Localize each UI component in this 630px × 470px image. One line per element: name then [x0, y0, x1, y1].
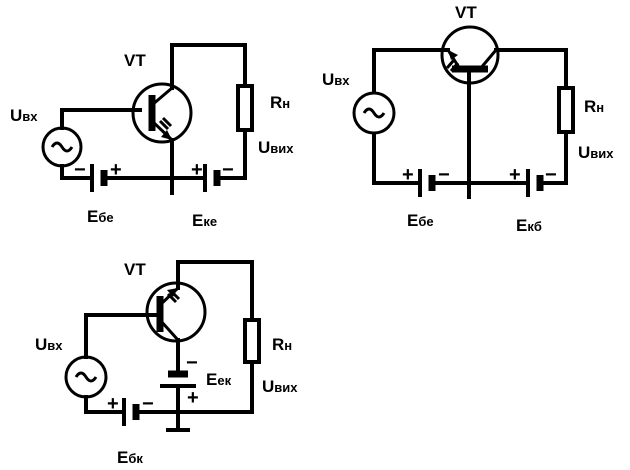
circuit1-output-label: Uвих — [258, 138, 294, 157]
circuit3-ac-source — [64, 355, 108, 399]
circuit2-battery-be — [418, 169, 436, 197]
circuit1-ac-source — [41, 126, 83, 168]
circuit2-ac-source — [352, 91, 396, 135]
circuit1-battery-ke — [203, 164, 221, 192]
circuit1-transistor — [131, 82, 193, 144]
circuit1-be-minus: − — [74, 159, 86, 181]
circuit3-source2-label: Eбк — [117, 448, 143, 467]
circuit2-battery-kb — [526, 169, 544, 197]
circuit1-load-resistor — [236, 84, 254, 132]
circuit2-kb-plus: + — [509, 164, 521, 186]
circuit3-load-label: Rн — [272, 335, 292, 354]
circuit1-be-plus: + — [110, 159, 122, 181]
circuit3-input-label: Uвх — [35, 335, 63, 354]
circuit-common-collector: VT Uвх Rн Uвих Eек Eбк − + + − — [35, 260, 298, 467]
circuit1-ke-plus: + — [191, 159, 203, 181]
circuit2-load-label: Rн — [584, 97, 604, 116]
circuit1-load-label: Rн — [270, 93, 290, 112]
circuit2-wires — [372, 48, 568, 199]
circuit1-source1-label: Eбе — [87, 207, 114, 226]
circuit2-transistor — [440, 25, 500, 85]
circuit2-load-resistor — [557, 86, 575, 134]
circuit1-wires — [60, 43, 247, 195]
circuit1-battery-be — [90, 164, 108, 192]
circuit2-be-minus: − — [438, 164, 450, 186]
circuit1-ke-minus: − — [222, 159, 234, 181]
circuit3-battery-ek — [160, 370, 196, 388]
circuit3-transistor — [145, 281, 207, 343]
circuit3-wires — [84, 260, 254, 432]
circuit2-source2-label: Eкб — [516, 216, 542, 235]
circuit2-be-plus: + — [402, 164, 414, 186]
circuit2-vt-label: VT — [455, 3, 477, 22]
circuit3-source1-label: Eек — [206, 370, 232, 389]
circuit3-ek-plus: + — [187, 387, 199, 409]
circuit3-output-label: Uвих — [262, 377, 298, 396]
circuit2-source1-label: Eбе — [407, 211, 434, 230]
circuit1-input-label: Uвх — [10, 106, 38, 125]
circuit2-output-label: Uвих — [578, 143, 614, 162]
circuit-common-emitter: VT Uвх Rн Uвих Eбе Eке − + + − — [10, 43, 294, 230]
circuit3-vt-label: VT — [124, 260, 146, 279]
circuit3-ek-minus: − — [186, 352, 198, 374]
circuit2-kb-minus: − — [545, 164, 557, 186]
circuit1-source2-label: Eке — [192, 211, 217, 230]
circuit3-bk-plus: + — [107, 393, 119, 415]
circuit3-battery-bk — [122, 398, 140, 426]
circuit1-vt-label: VT — [124, 51, 146, 70]
circuit-common-base: VT Uвх Rн Uвих Eбе Eкб + − + − — [322, 3, 614, 235]
circuit3-bk-minus: − — [142, 393, 154, 415]
circuit2-input-label: Uвх — [322, 70, 350, 89]
circuit3-load-resistor — [243, 318, 261, 364]
